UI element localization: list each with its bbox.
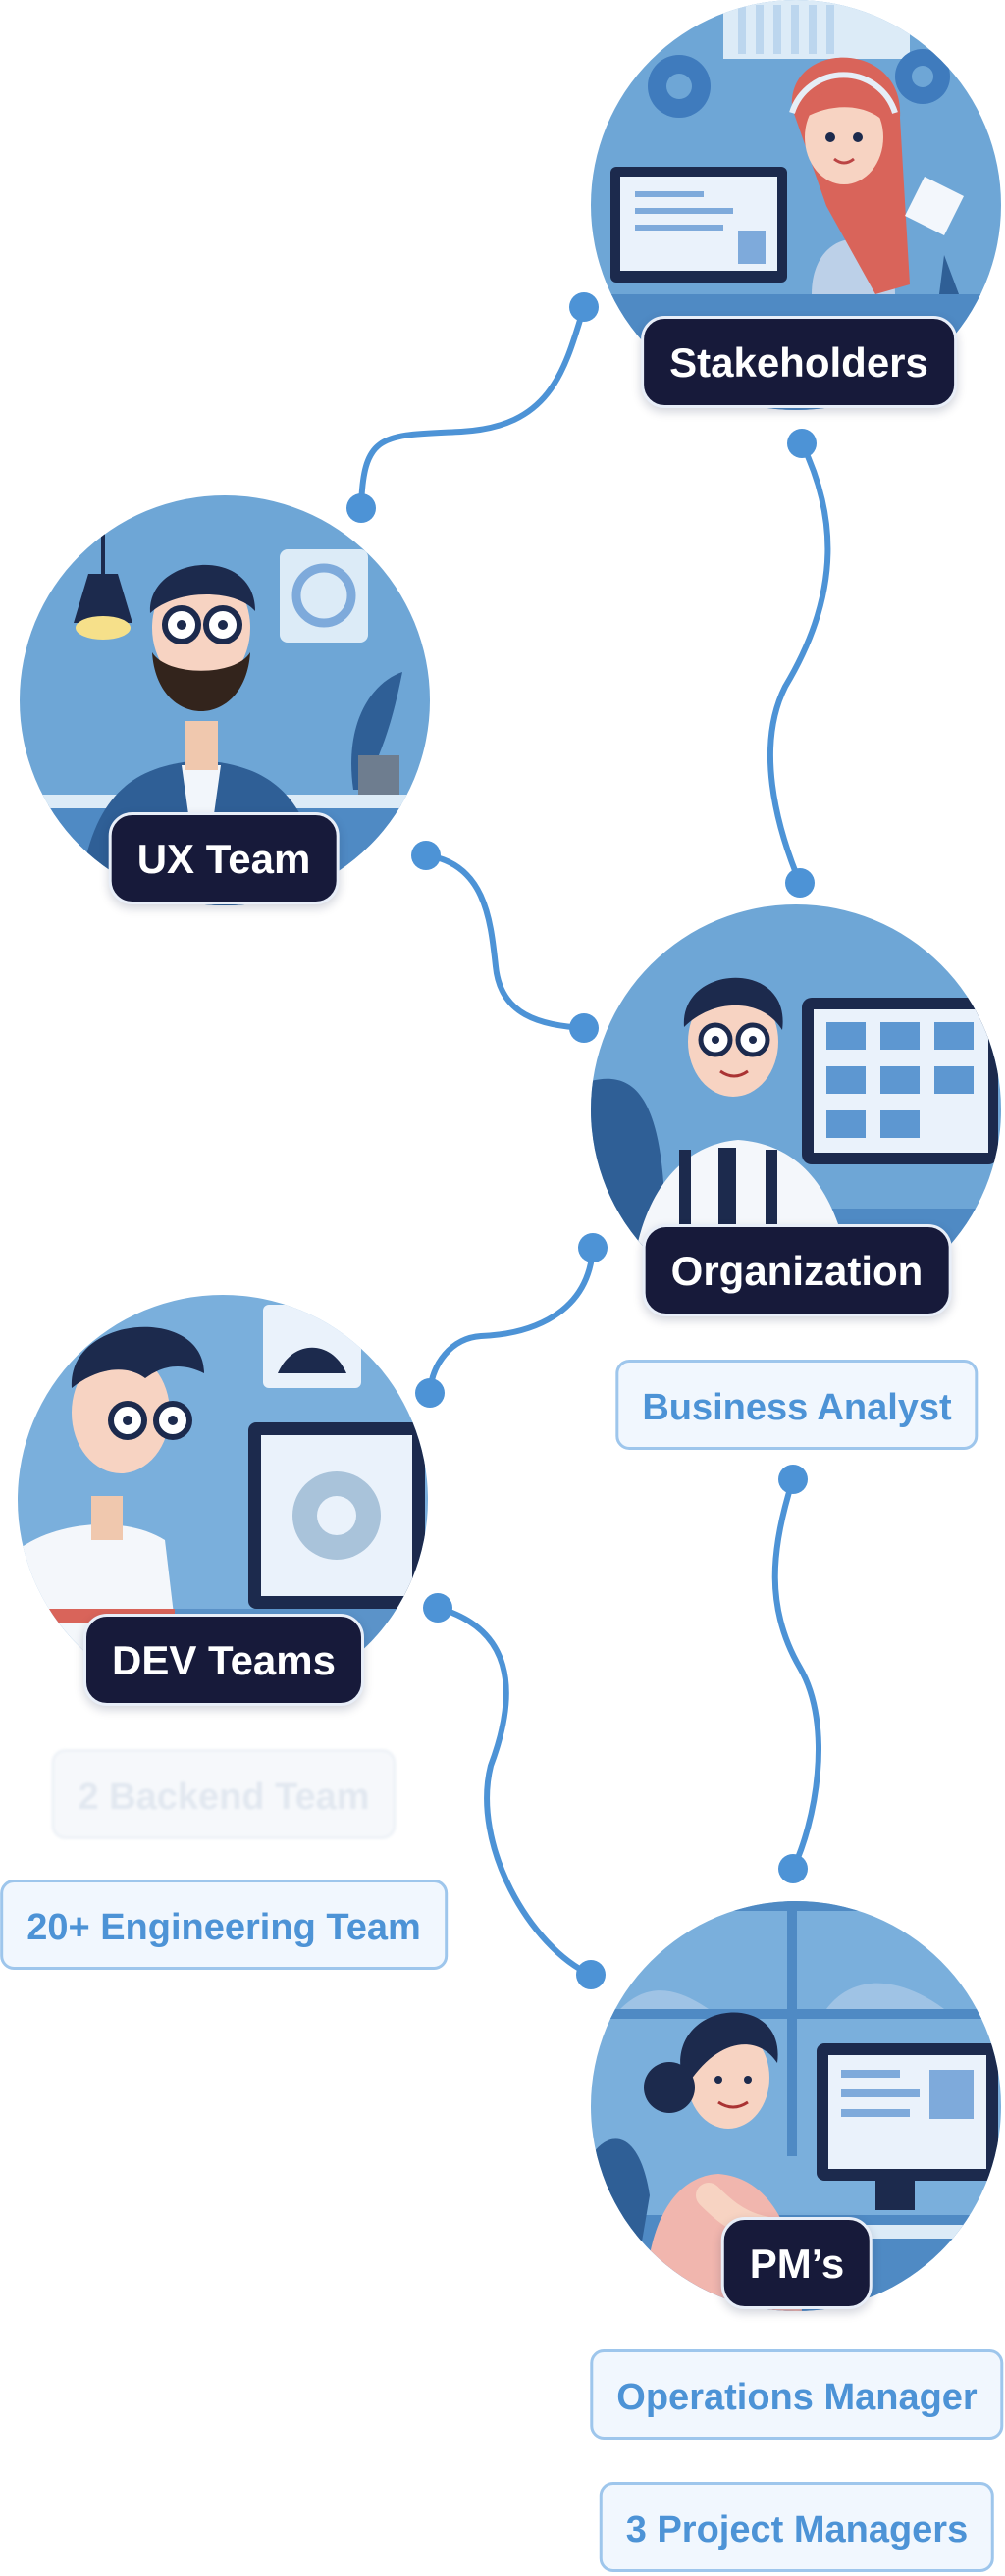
connector-dot xyxy=(569,292,599,322)
connector-dot xyxy=(346,493,376,523)
connector-dot xyxy=(411,841,441,870)
connector-dev-pms xyxy=(435,1605,594,1978)
connector-dot xyxy=(415,1378,445,1408)
role-backend-team-faded: 2 Backend Team xyxy=(51,1749,397,1839)
connector-dot xyxy=(578,1233,608,1262)
connector-dot xyxy=(785,868,815,898)
role-operations-manager[interactable]: Operations Manager xyxy=(590,2349,1004,2440)
connector-dot xyxy=(423,1593,452,1623)
connector-dot xyxy=(778,1465,808,1494)
connector-dot xyxy=(787,429,817,458)
connector-analyst-pms xyxy=(771,1476,821,1872)
connector-ux-organization xyxy=(423,852,587,1031)
pms-label[interactable]: PM’s xyxy=(720,2217,873,2309)
connector-stakeholders-ux xyxy=(358,304,587,511)
connector-stakeholders-organization xyxy=(767,440,831,886)
connector-dot xyxy=(778,1854,808,1883)
connector-organization-dev xyxy=(427,1245,596,1396)
organization-label[interactable]: Organization xyxy=(642,1224,952,1316)
role-engineering-team[interactable]: 20+ Engineering Team xyxy=(0,1880,448,1970)
role-business-analyst[interactable]: Business Analyst xyxy=(615,1360,979,1450)
stakeholders-label[interactable]: Stakeholders xyxy=(641,316,957,408)
dev-teams-label[interactable]: DEV Teams xyxy=(83,1614,364,1706)
connector-dot xyxy=(576,1960,606,1989)
role-project-managers[interactable]: 3 Project Managers xyxy=(599,2482,995,2572)
connector-dot xyxy=(569,1013,599,1043)
ux-team-label[interactable]: UX Team xyxy=(108,812,340,904)
